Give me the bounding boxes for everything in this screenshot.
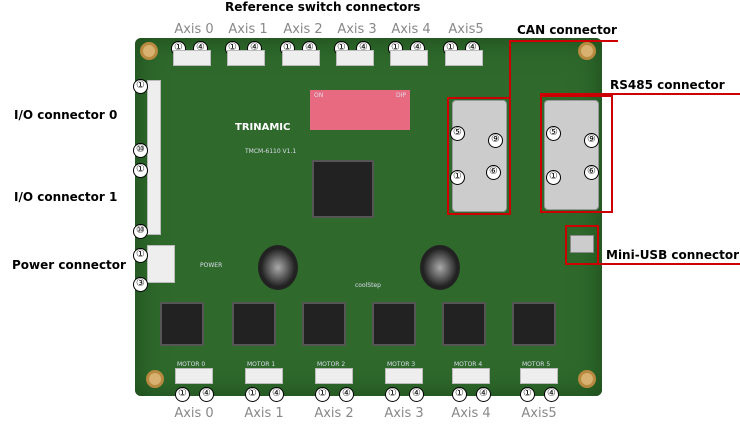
dip-label: DIP xyxy=(395,92,406,99)
mini-usb-label: Mini-USB connector xyxy=(606,248,739,262)
rs485-db9-connector xyxy=(544,100,599,210)
mount-hole xyxy=(578,42,596,60)
top-axis-label: Axis 1 xyxy=(228,22,268,37)
reference-switch-connector xyxy=(390,50,428,66)
motor-silkscreen: MOTOR 0 xyxy=(177,361,206,368)
pin-5-marker: ⑤ xyxy=(546,126,561,141)
brand-silkscreen: TRINAMIC xyxy=(235,122,291,133)
motor-driver-chip xyxy=(160,302,204,346)
pin-1-marker: ① xyxy=(546,170,561,185)
pin-4-marker: ④ xyxy=(544,387,559,402)
motor-connector xyxy=(245,368,283,384)
motor-driver-chip xyxy=(512,302,556,346)
pin-4-marker: ④ xyxy=(199,387,214,402)
pin-1-marker: ① xyxy=(133,163,148,178)
bottom-axis-label: Axis 3 xyxy=(384,406,424,421)
motor-silkscreen: MOTOR 2 xyxy=(317,361,346,368)
motor-silkscreen: MOTOR 4 xyxy=(454,361,483,368)
motor-connector xyxy=(520,368,558,384)
pin-6-marker: ⑥ xyxy=(584,165,599,180)
pin-1-marker: ① xyxy=(452,387,467,402)
motor-driver-chip xyxy=(232,302,276,346)
pin-1-marker: ① xyxy=(133,248,148,263)
reference-switch-connector xyxy=(445,50,483,66)
io-connector-strip xyxy=(147,80,161,235)
capacitor xyxy=(258,245,298,290)
io-connector-0-label: I/O connector 0 xyxy=(14,108,118,122)
bottom-axis-label: Axis5 xyxy=(521,406,557,421)
rs485-connector-label: RS485 connector xyxy=(610,78,725,92)
pin-9-marker: ⑨ xyxy=(584,133,599,148)
pin-1-marker: ① xyxy=(245,387,260,402)
reference-switch-connector xyxy=(227,50,265,66)
pin-1-marker: ① xyxy=(520,387,535,402)
model-silkscreen: TMCM-6110 V1.1 xyxy=(245,148,297,155)
pin-10-marker: ⑩ xyxy=(133,143,148,158)
pin-4-marker: ④ xyxy=(476,387,491,402)
reference-switch-title: Reference switch connectors xyxy=(225,0,421,14)
top-axis-label: Axis 2 xyxy=(283,22,323,37)
pin-1-marker: ① xyxy=(385,387,400,402)
motor-silkscreen: MOTOR 1 xyxy=(247,361,276,368)
motor-driver-chip xyxy=(372,302,416,346)
reference-switch-connector xyxy=(173,50,211,66)
bottom-axis-label: Axis 4 xyxy=(451,406,491,421)
motor-connector xyxy=(315,368,353,384)
microcontroller xyxy=(312,160,374,218)
power-connector-label: Power connector xyxy=(12,258,126,272)
reference-switch-connector xyxy=(336,50,374,66)
pin-4-marker: ④ xyxy=(339,387,354,402)
pin-4-marker: ④ xyxy=(269,387,284,402)
pin-9-marker: ⑨ xyxy=(488,133,503,148)
power-silkscreen: POWER xyxy=(200,262,223,269)
mini-usb-port xyxy=(570,235,594,253)
dip-switch: ON DIP xyxy=(310,90,410,130)
power-connector xyxy=(147,245,175,283)
can-leader-line xyxy=(509,40,511,100)
coolstep-logo: coolStep xyxy=(355,282,381,289)
pin-6-marker: ⑥ xyxy=(486,165,501,180)
motor-connector xyxy=(452,368,490,384)
can-leader-line xyxy=(510,40,618,42)
motor-driver-chip xyxy=(302,302,346,346)
usb-leader-line xyxy=(599,263,740,265)
top-axis-label: Axis5 xyxy=(448,22,484,37)
motor-connector xyxy=(385,368,423,384)
motor-silkscreen: MOTOR 3 xyxy=(387,361,416,368)
top-axis-label: Axis 4 xyxy=(391,22,431,37)
pin-5-marker: ⑤ xyxy=(450,126,465,141)
rs485-leader-line xyxy=(540,93,740,95)
pin-3-marker: ③ xyxy=(133,277,148,292)
bottom-axis-label: Axis 1 xyxy=(244,406,284,421)
pin-1-marker: ① xyxy=(175,387,190,402)
io-connector-1-label: I/O connector 1 xyxy=(14,190,118,204)
usb-highlight-box xyxy=(565,225,599,265)
pin-10-marker: ⑩ xyxy=(133,224,148,239)
motor-silkscreen: MOTOR 5 xyxy=(522,361,551,368)
top-axis-label: Axis 3 xyxy=(337,22,377,37)
mount-hole xyxy=(140,42,158,60)
top-axis-label: Axis 0 xyxy=(174,22,214,37)
pin-1-marker: ① xyxy=(450,170,465,185)
can-highlight-box xyxy=(447,97,511,215)
pin-1-marker: ① xyxy=(315,387,330,402)
pin-1-marker: ① xyxy=(133,79,148,94)
can-db9-connector xyxy=(452,100,507,212)
mount-hole xyxy=(578,370,596,388)
capacitor xyxy=(420,245,460,290)
pin-4-marker: ④ xyxy=(409,387,424,402)
mount-hole xyxy=(146,370,164,388)
bottom-axis-label: Axis 2 xyxy=(314,406,354,421)
rs485-highlight-box xyxy=(540,95,613,213)
bottom-axis-label: Axis 0 xyxy=(174,406,214,421)
can-connector-label: CAN connector xyxy=(517,23,617,37)
dip-on-label: ON xyxy=(314,92,324,99)
motor-connector xyxy=(175,368,213,384)
motor-driver-chip xyxy=(442,302,486,346)
reference-switch-connector xyxy=(282,50,320,66)
